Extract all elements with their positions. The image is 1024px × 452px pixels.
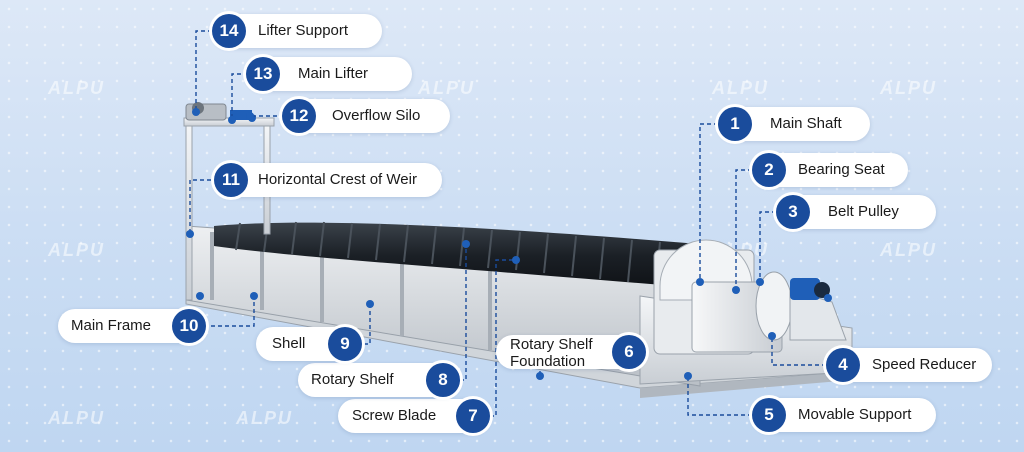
- badge-9: 9: [328, 327, 362, 361]
- callout-label: Shell: [272, 335, 306, 352]
- badge-11: 11: [214, 163, 248, 197]
- callout-label: Screw Blade: [352, 407, 437, 424]
- badge-2: 2: [752, 153, 786, 187]
- callout-label: Main Lifter: [298, 65, 369, 82]
- callout-rotary-shelf-foundation: Rotary Shelf Foundation 6: [496, 335, 646, 370]
- watermark: ALPU: [48, 408, 105, 428]
- callout-belt-pulley: 3 Belt Pulley: [776, 195, 936, 229]
- screw-blade: [214, 222, 698, 288]
- callout-main-shaft: 1 Main Shaft: [718, 107, 870, 141]
- callout-label: Belt Pulley: [828, 203, 899, 220]
- callout-label: Rotary Shelf: [311, 371, 394, 388]
- callout-main-frame: Main Frame 10: [58, 309, 206, 343]
- callout-overflow-silo: 12 Overflow Silo: [282, 99, 450, 133]
- callout-rotary-shelf: Rotary Shelf 8: [298, 363, 460, 397]
- badge-7: 7: [456, 399, 490, 433]
- watermark: ALPU: [880, 78, 937, 98]
- callout-label: Overflow Silo: [332, 107, 421, 124]
- badge-12: 12: [282, 99, 316, 133]
- watermark: ALPU: [418, 78, 475, 98]
- badge-3: 3: [776, 195, 810, 229]
- speed-reducer: [790, 278, 832, 302]
- callout-shell: Shell 9: [256, 327, 362, 361]
- callout-label: Main Shaft: [770, 115, 842, 132]
- watermark: ALPU: [236, 408, 293, 428]
- callout-bearing-seat: 2 Bearing Seat: [752, 153, 908, 187]
- callout-label: Lifter Support: [258, 22, 349, 39]
- callout-label-line2: Foundation: [510, 353, 586, 370]
- callout-label: Speed Reducer: [872, 356, 977, 373]
- watermark: ALPU: [712, 78, 769, 98]
- callout-label: Horizontal Crest of Weir: [258, 171, 417, 188]
- callout-screw-blade: Screw Blade 7: [338, 399, 490, 433]
- callout-label: Main Frame: [71, 317, 152, 334]
- badge-6: 6: [612, 335, 646, 369]
- badge-14: 14: [212, 14, 246, 48]
- badge-4: 4: [826, 348, 860, 382]
- callout-label: Bearing Seat: [798, 161, 885, 178]
- watermark: ALPU: [48, 240, 105, 260]
- callout-lifter-support: 14 Lifter Support: [212, 14, 382, 48]
- badge-8: 8: [426, 363, 460, 397]
- badge-10: 10: [172, 309, 206, 343]
- base-rail: [640, 372, 852, 398]
- badge-5: 5: [752, 398, 786, 432]
- watermark: ALPU: [880, 240, 937, 260]
- callout-label: Movable Support: [798, 406, 912, 423]
- badge-1: 1: [718, 107, 752, 141]
- callout-speed-reducer: 4 Speed Reducer: [826, 348, 992, 382]
- watermark: ALPU: [48, 78, 105, 98]
- leader-dots: [186, 108, 776, 380]
- callout-label-line1: Rotary Shelf: [510, 336, 593, 353]
- callout-horizontal-crest-of-weir: 11 Horizontal Crest of Weir: [214, 163, 442, 197]
- callout-movable-support: 5 Movable Support: [752, 398, 936, 432]
- callout-main-lifter: 13 Main Lifter: [246, 57, 412, 91]
- badge-13: 13: [246, 57, 280, 91]
